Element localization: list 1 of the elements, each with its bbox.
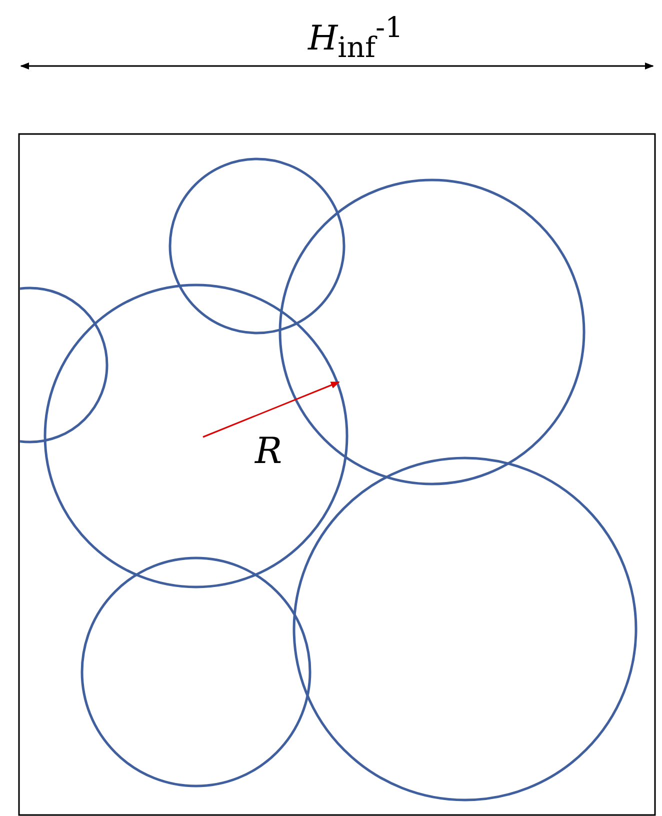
radius-label: R [255,432,282,472]
